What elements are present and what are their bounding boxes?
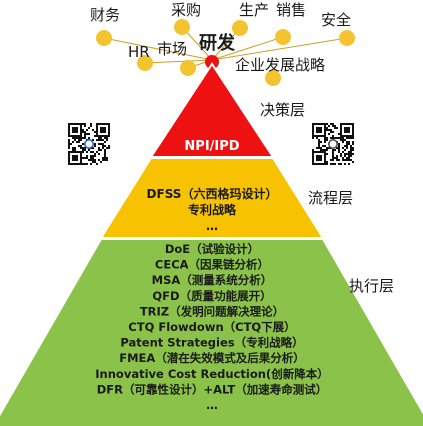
execution-layer-line: DFR（可靠性设计）+ALT（加速寿命测试） <box>97 382 328 396</box>
decision-layer-text: NPI/IPD <box>184 139 239 154</box>
execution-layer-line: FMEA（潜在失效模式及后果分析） <box>119 351 305 365</box>
execution-layer-line: … <box>206 398 218 412</box>
bubble-procurement <box>174 19 190 35</box>
dept-label-procurement: 采购 <box>171 1 201 19</box>
qr-code-right <box>310 121 356 167</box>
bubble-hr <box>137 55 153 71</box>
dept-label-production: 生产 <box>239 1 269 19</box>
process-layer-line: DFSS（六西格玛设计） <box>147 186 278 201</box>
connector-line <box>211 36 284 61</box>
bubble-safety <box>339 30 355 46</box>
dept-label-hr: HR <box>128 43 150 61</box>
process-layer-line: … <box>206 219 218 233</box>
execution-layer-line: MSA（测量系统分析） <box>152 273 273 287</box>
strategy-label: 企业发展战略 <box>235 56 325 74</box>
center-label: 研发 <box>199 32 236 54</box>
execution-layer-line: Patent Strategies（专利战略） <box>120 336 303 350</box>
connector-line <box>211 37 348 61</box>
execution-layer-lines: DoE（试验设计） CECA（因果链分析）MSA（测量系统分析） QFD（质量功能展… <box>95 242 328 412</box>
dept-label-safety: 安全 <box>321 11 351 29</box>
process-layer-line: 专利战略 <box>188 202 237 217</box>
apex-dot <box>205 55 219 69</box>
bubble-strategy <box>265 70 281 86</box>
bubble-connectors <box>103 26 348 69</box>
pyramid-layer-execution <box>0 238 423 426</box>
dept-label-marketing: 市场 <box>157 40 187 58</box>
process-layer-lines: DFSS（六西格玛设计）专利战略 … <box>147 186 278 233</box>
execution-layer-line: CTQ Flowdown（CTQ下展） <box>128 320 295 334</box>
layer-label-decision: 决策层 <box>260 101 305 119</box>
layer-side-labels: 决策层 流程层 执行层 <box>260 101 394 295</box>
connector-line <box>144 59 213 64</box>
execution-layer-line: CECA（因果链分析） <box>155 258 269 272</box>
connector-line <box>103 37 213 61</box>
bubble-marketing <box>180 60 196 76</box>
layer-label-process: 流程层 <box>308 189 353 207</box>
execution-layer-line: TRIZ（发明问题解决理论） <box>140 304 284 318</box>
layer-label-execution: 执行层 <box>349 277 394 295</box>
department-labels: 财务 采购 生产 销售 安全 HR 市场 研发 企业发展战略 <box>90 1 351 74</box>
bubble-production <box>232 20 248 36</box>
execution-layer-line: DoE（试验设计） <box>165 242 259 256</box>
qr-code-left <box>66 121 112 167</box>
dept-label-finance: 财务 <box>90 6 120 24</box>
bubble-sales <box>275 29 291 45</box>
dept-label-sales: 销售 <box>276 1 306 19</box>
execution-layer-line: QFD（质量功能展开） <box>152 289 271 303</box>
execution-layer-line: Innovative Cost Reduction(创新降本） <box>95 367 328 381</box>
department-bubbles <box>96 19 355 86</box>
bubble-finance <box>96 30 112 46</box>
